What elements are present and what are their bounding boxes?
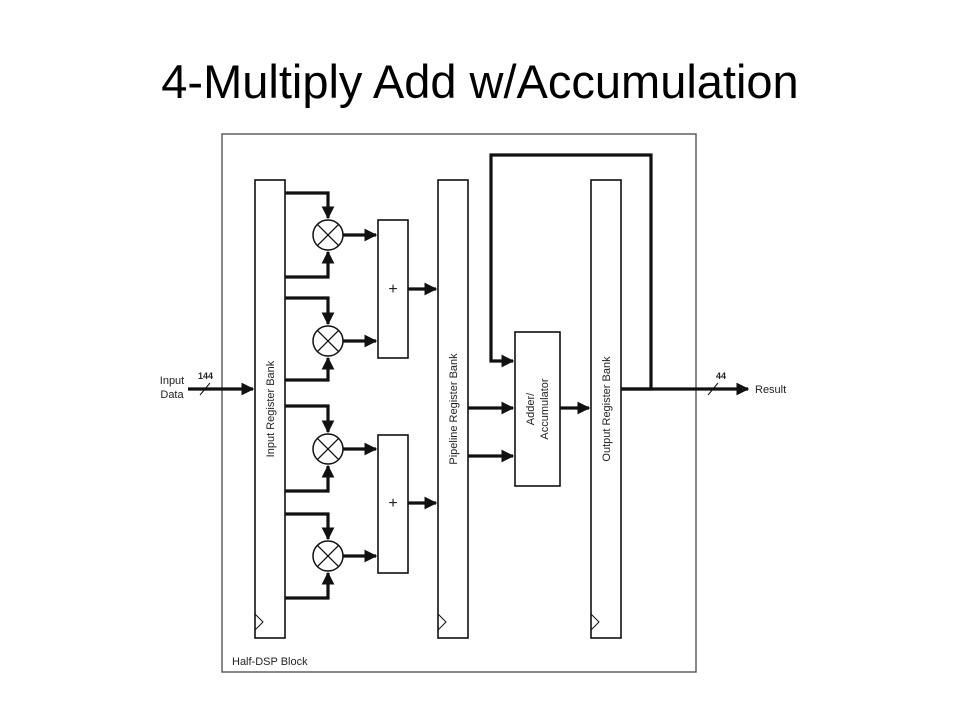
output-bus-width: 44 [716, 371, 726, 381]
adder-accumulator-label-line1: Adder/ [525, 392, 537, 425]
output-bus-slash [707, 382, 719, 396]
input-register-bank-label: Input Register Bank [265, 360, 277, 457]
multiplier-3 [285, 404, 378, 493]
multiplier-2 [285, 296, 378, 382]
output-register-bank: Output Register Bank [590, 179, 622, 639]
adder-top: + [377, 219, 438, 359]
multiplier-4 [285, 512, 378, 600]
adder-accumulator: Adder/ Accumulator [514, 331, 561, 487]
pipeline-register-bank: Pipeline Register Bank [437, 179, 469, 639]
adder-top-symbol: + [388, 281, 397, 298]
adder-bottom-symbol: + [388, 495, 397, 512]
input-bus-width: 144 [198, 371, 213, 381]
input-data-label-line2: Data [160, 389, 184, 401]
slide-title: 4-Multiply Add w/Accumulation [161, 55, 799, 108]
adder-accumulator-label-line2: Accumulator [539, 378, 551, 439]
half-dsp-block-border [221, 133, 697, 673]
output-register-bank-label: Output Register Bank [601, 356, 613, 462]
input-data-label-line1: Input [160, 375, 184, 387]
adder-bottom: + [377, 434, 438, 574]
half-dsp-block-label: Half-DSP Block [232, 656, 308, 668]
multiplier-1 [285, 191, 378, 279]
result-label: Result [755, 384, 786, 396]
pipeline-register-bank-label: Pipeline Register Bank [448, 353, 460, 465]
input-bus-slash [199, 382, 211, 396]
input-register-bank: Input Register Bank [254, 179, 286, 639]
